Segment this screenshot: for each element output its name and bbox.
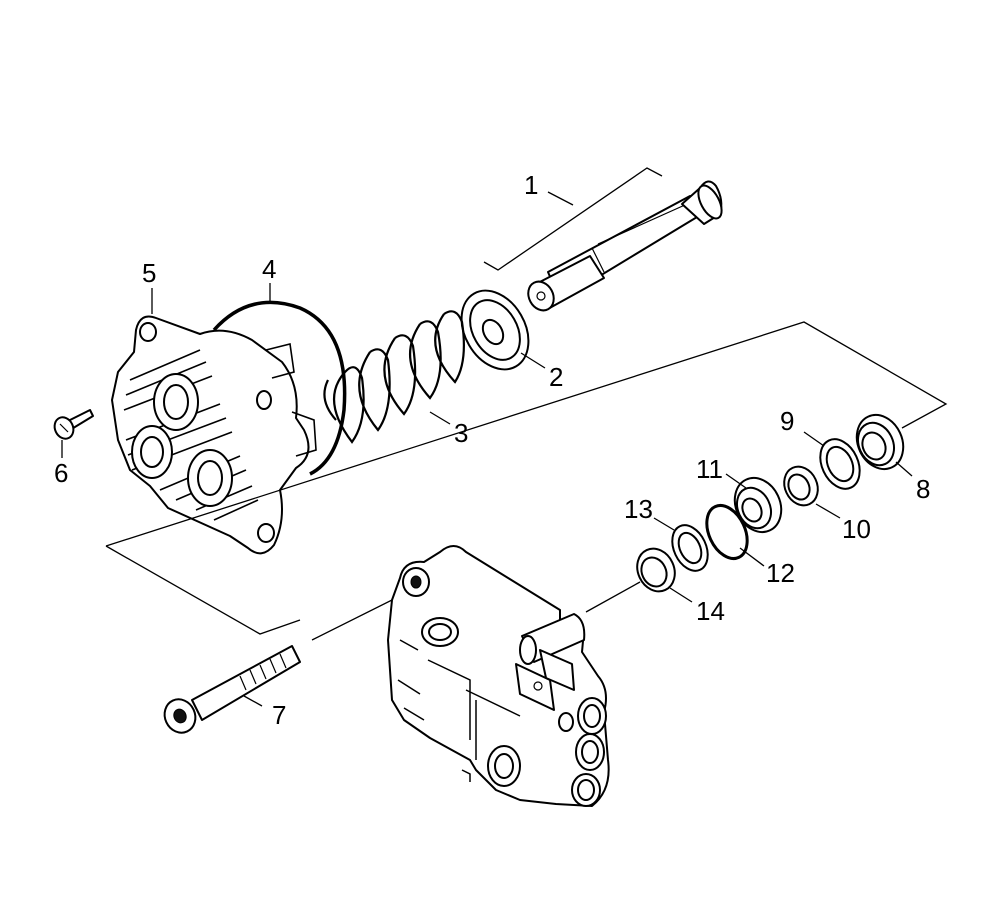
part-3-spring [323, 310, 465, 444]
callout-3: 3 [454, 418, 468, 448]
callout-10: 10 [842, 514, 871, 544]
part-3-leader [429, 411, 451, 425]
callout-7: 7 [272, 700, 286, 730]
mount-hole-top [139, 322, 157, 342]
assembly-bracket-lower [105, 545, 301, 635]
part-1-leader [547, 191, 574, 206]
assembly-bracket-outline [105, 321, 948, 547]
part-14-leader [669, 587, 693, 603]
callout-6: 6 [54, 458, 68, 488]
part-11-seal-housing [725, 473, 783, 534]
callout-11: 11 [696, 454, 723, 484]
callout-1: 1 [524, 170, 538, 200]
part-2-spring-plate [460, 289, 546, 371]
part-12-o-ring [705, 504, 765, 567]
callout-9: 9 [780, 406, 794, 436]
part-14-axis-line [585, 581, 641, 613]
part-13-leader [653, 517, 675, 531]
pump-head-body [387, 545, 610, 807]
part-14-seal [585, 547, 693, 613]
mount-hole-bottom [257, 523, 275, 543]
callout-14: 14 [696, 596, 725, 626]
part-2-leader [520, 352, 546, 369]
part-1-bracket [483, 167, 663, 271]
part-8-seal-holder [855, 413, 913, 477]
part-13-washer [653, 517, 709, 572]
callout-2: 2 [549, 362, 563, 392]
part-12-leader [739, 547, 765, 567]
part-1-plunger [483, 167, 723, 312]
callout-5: 5 [142, 258, 156, 288]
callout-12: 12 [766, 558, 795, 588]
part-9-washer [803, 431, 861, 490]
callout-13: 13 [624, 494, 653, 524]
part-7-leader [243, 695, 263, 707]
part-5-housing [111, 288, 317, 555]
part-10-leader [815, 503, 841, 519]
callout-4: 4 [262, 254, 276, 284]
part-8-leader [895, 461, 913, 477]
callout-8: 8 [916, 474, 930, 504]
part-10-seal [783, 465, 841, 519]
part-9-leader [803, 431, 825, 447]
part-6-screw [53, 409, 94, 458]
part-4-o-ring [212, 283, 347, 476]
part-11-leader [725, 473, 747, 489]
